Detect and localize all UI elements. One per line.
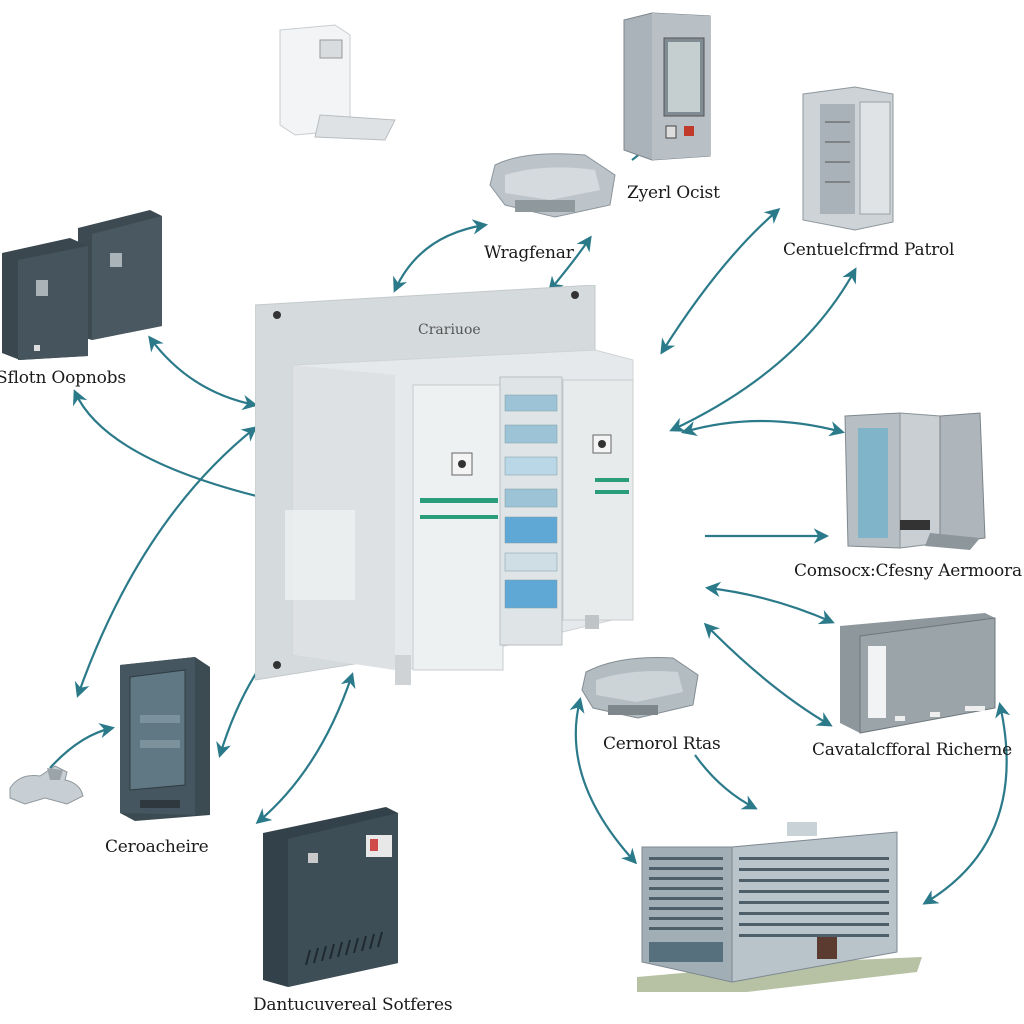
clip-device-icon [9,765,84,805]
meter-device-top[interactable] [485,145,625,225]
office-building-icon [637,822,922,992]
open-cabinet-icon [844,412,986,550]
arrow-enclosure-1 [704,581,835,625]
arrow-tall-panel-2 [669,267,857,432]
wall-enclosure-icon [840,613,996,734]
white-wall-unit-icon [279,24,396,141]
label-dark-box: Dantucuvereal Sotferes [253,995,453,1015]
dark-box-icon [263,807,398,987]
meter-device-top-icon [489,153,616,218]
arrow-tall-panel-1 [660,207,781,355]
tall-panel[interactable] [795,82,900,232]
dark-box[interactable] [258,805,403,990]
label-small-enclosure: Ceroacheire [105,837,209,857]
meter-device-center-icon [581,657,699,719]
arrow-building-top [694,754,758,810]
small-enclosure[interactable] [115,655,215,823]
meter-device-center[interactable] [578,650,703,725]
switchboard-illustration [255,285,634,685]
small-enclosure-icon [120,657,210,821]
clip-device[interactable] [5,758,85,808]
open-cabinet[interactable] [840,408,990,553]
display-cabinet[interactable] [622,8,717,163]
label-dark-cabinets-pair: Sflotn Oopnobs [0,368,126,388]
display-cabinet-icon [623,12,711,161]
tall-panel-icon [802,86,894,231]
label-wall-enclosure: Cavatalcfforal Richerne [812,740,1013,760]
dark-cabinets-pair-icon [2,210,162,360]
label-meter-device-left: Wragfenar [484,243,574,263]
office-building[interactable] [637,822,922,997]
label-open-cabinet: Comsocx:Cfesny Aermoora [794,561,1022,581]
arrow-open-cabinet [681,419,845,437]
white-wall-unit[interactable] [275,15,405,145]
arrow-enclosure-2 [703,622,833,727]
main-switchboard[interactable]: Crariuoe [255,285,634,690]
arrow-left-pair [148,335,259,411]
label-meter-device-top: Zyerl Ocist [627,183,720,203]
wall-enclosure[interactable] [835,608,1000,738]
switchboard-brand-label: Crariuoe [418,322,481,338]
label-meter-device-center: Cernorol Rtas [603,734,721,754]
dark-cabinets-pair[interactable] [0,208,165,363]
label-tall-panel: Centuelcfrmd Patrol [783,240,955,260]
arrow-top-left [393,219,489,293]
arrow-dark-box [255,672,356,824]
